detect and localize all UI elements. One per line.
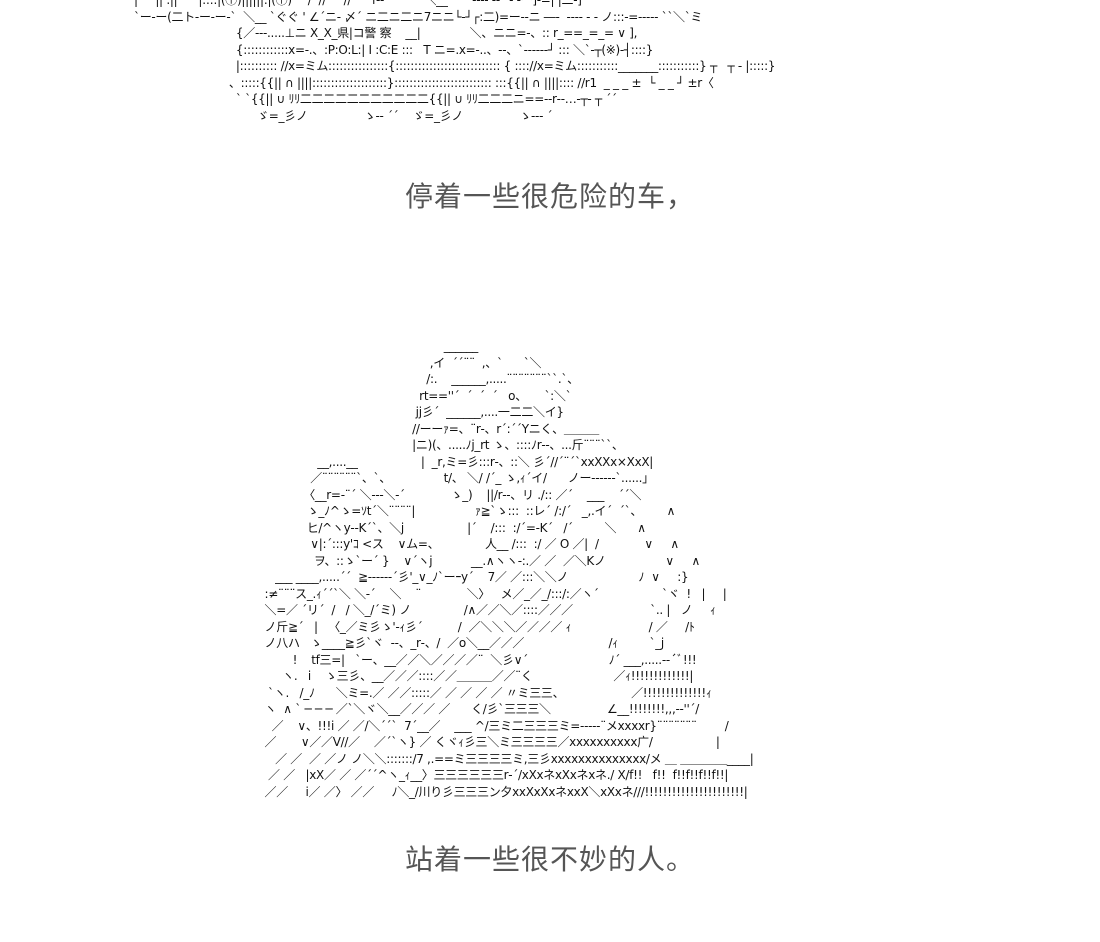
caption-dangerous-cars: 停着一些很危险的车， — [404, 180, 695, 213]
people-ascii-art: ______ ,イ ´´¨¨ ,、` `＼ /:. ______,.....¨¨… — [264, 339, 754, 799]
caption-bad-people: 站着一些很不妙的人。 — [404, 843, 695, 876]
police-car-ascii-art: | || .|| |::::|(㊉)||||||:|(㊉)''' / // //… — [134, 0, 776, 123]
